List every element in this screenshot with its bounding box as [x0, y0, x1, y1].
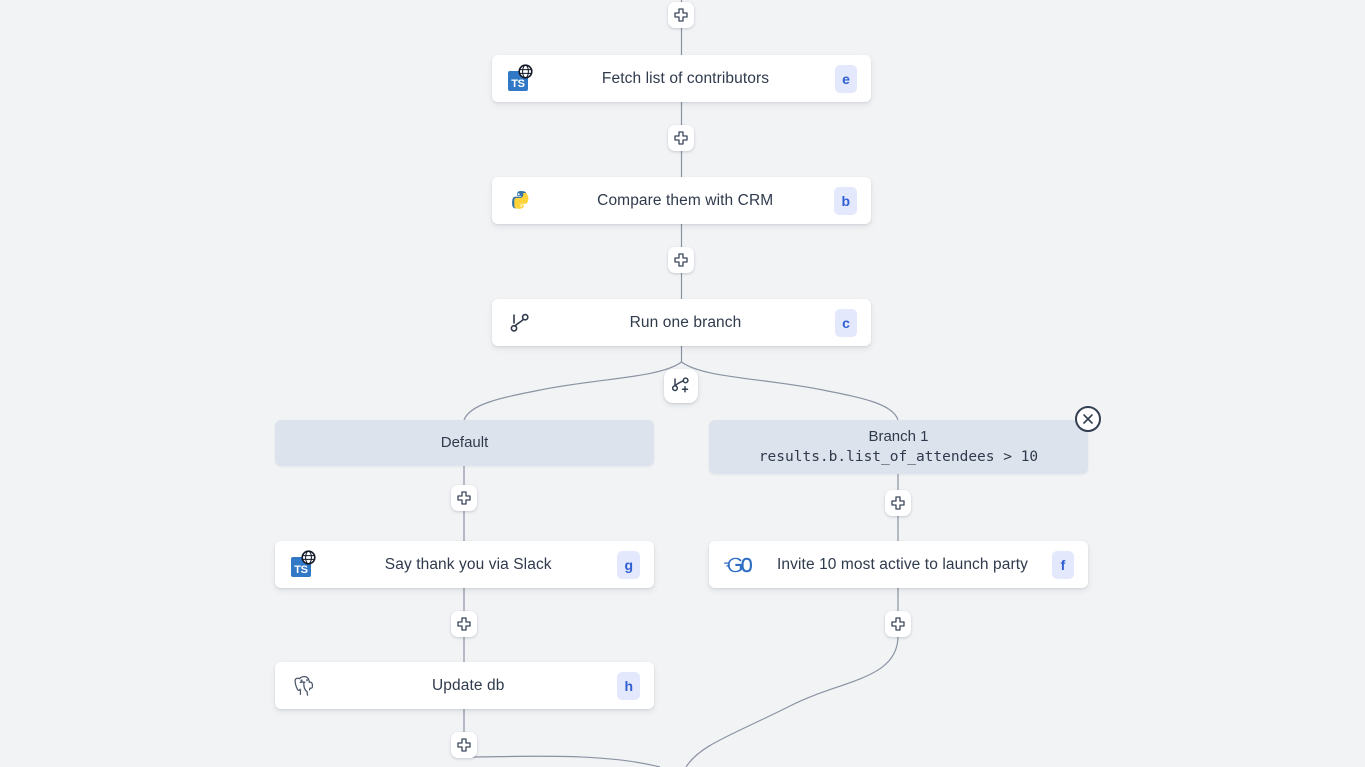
node-title: Fetch list of contributors: [601, 69, 770, 87]
node-icon-wrapper: [506, 308, 536, 338]
node-title: Update db: [432, 676, 505, 694]
branch-condition-expression: results.b.list_of_attendees > 10: [758, 449, 1039, 465]
golang-icon: [724, 557, 752, 572]
plus-icon: [457, 738, 471, 752]
typescript-http-icon: TS: [289, 549, 319, 580]
workflow-node-invite-10-most-active-to-launch-party[interactable]: Invite 10 most active to launch party f: [709, 541, 1088, 588]
node-badge[interactable]: h: [617, 671, 640, 700]
postgresql-icon: [294, 675, 314, 696]
node-icon-wrapper: TS: [289, 549, 319, 580]
plus-icon: [674, 253, 688, 267]
globe-icon: [518, 63, 533, 79]
node-icon-wrapper: [289, 671, 319, 701]
node-badge[interactable]: b: [834, 186, 857, 215]
node-title: Say thank you via Slack: [384, 555, 552, 573]
plus-icon: [674, 8, 688, 22]
node-title: Invite 10 most active to launch party: [777, 555, 1028, 573]
plus-icon: [457, 617, 471, 631]
python-icon: [512, 190, 529, 209]
edge-merge-right: [685, 635, 899, 767]
workflow-node-update-db[interactable]: Update db h: [275, 662, 654, 709]
plus-icon: [457, 491, 471, 505]
add-step-button-after-f[interactable]: [885, 611, 911, 637]
plus-icon: [674, 131, 688, 145]
add-step-button-after-b[interactable]: [668, 247, 694, 273]
node-badge[interactable]: f: [1052, 550, 1074, 579]
branch-label-default[interactable]: Default: [275, 420, 654, 466]
add-step-button-after-h[interactable]: [451, 732, 477, 758]
add-branch-button[interactable]: [664, 369, 698, 403]
branch-label-title: Default: [440, 434, 489, 451]
workflow-node-fetch-list-of-contributors[interactable]: TS Fetch list of contributors e: [492, 55, 871, 102]
close-branch-button[interactable]: [1075, 406, 1101, 432]
add-step-button-after-e[interactable]: [668, 125, 694, 151]
edge-merge-left: [463, 755, 661, 767]
node-title: Compare them with CRM: [597, 191, 774, 209]
git-branch-icon: [510, 313, 529, 332]
edge-split-to-branch1: [681, 361, 899, 421]
typescript-http-icon: TS: [506, 63, 536, 94]
plus-icon: [891, 617, 905, 631]
add-step-button-branch1[interactable]: [885, 490, 911, 516]
branch-label-title: Branch 1: [868, 428, 929, 445]
node-badge[interactable]: g: [617, 550, 640, 579]
node-badge[interactable]: c: [835, 308, 857, 337]
add-step-button-top[interactable]: [668, 2, 694, 28]
add-step-button-default-branch[interactable]: [451, 485, 477, 511]
workflow-node-compare-them-with-crm[interactable]: Compare them with CRM b: [492, 177, 871, 224]
node-title: Run one branch: [629, 313, 742, 331]
add-step-button-after-g[interactable]: [451, 611, 477, 637]
close-icon: [1083, 414, 1093, 424]
node-icon-wrapper: TS: [506, 63, 536, 94]
node-badge[interactable]: e: [835, 64, 857, 93]
edge-split-to-default: [463, 361, 682, 421]
node-icon-wrapper: [723, 550, 753, 580]
branch-label-branch-1[interactable]: Branch 1 results.b.list_of_attendees > 1…: [709, 420, 1088, 474]
branch-add-icon: [671, 377, 689, 393]
node-icon-wrapper: [506, 186, 536, 216]
globe-icon: [301, 549, 316, 565]
workflow-node-say-thank-you-via-slack[interactable]: TS Say thank you via Slack g: [275, 541, 654, 588]
workflow-node-run-one-branch[interactable]: Run one branch c: [492, 299, 871, 346]
plus-icon: [891, 496, 905, 510]
